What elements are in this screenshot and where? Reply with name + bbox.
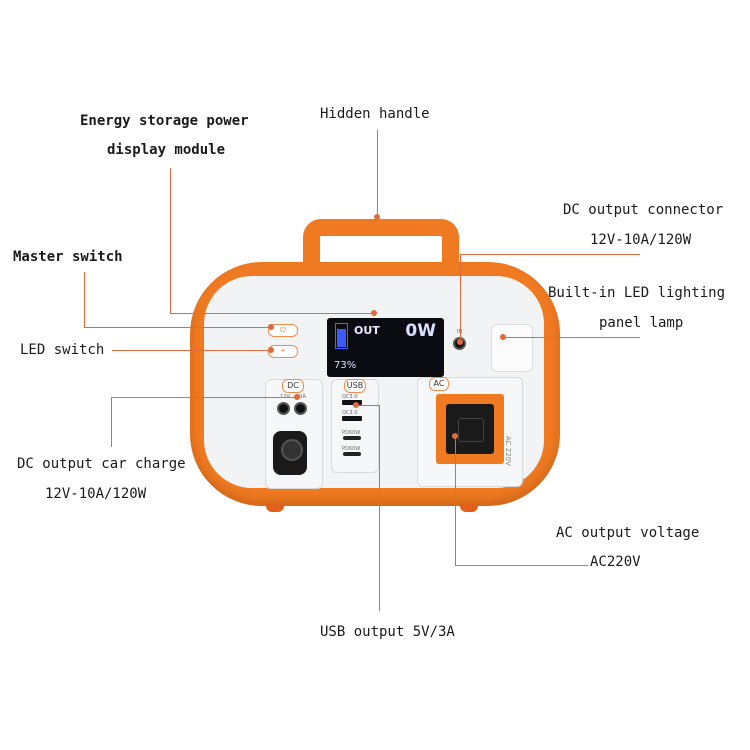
leader-usb-h	[356, 405, 380, 406]
led-lamp-panel	[491, 324, 533, 372]
leader-handle-dot	[374, 214, 380, 220]
label-dc-car-1: DC output car charge	[17, 456, 186, 472]
leader-led-dot	[500, 334, 506, 340]
label-energy-display-2: display module	[107, 142, 226, 158]
usb-small-4: PD60W	[342, 446, 361, 452]
foot-left	[266, 504, 284, 512]
leader-ac-dot	[452, 433, 458, 439]
lcd-display: OUT 0W 73%	[327, 318, 444, 377]
leader-dcconn-v	[460, 254, 461, 342]
leader-ac-v	[455, 436, 456, 566]
leader-dcconn-dot	[457, 339, 463, 345]
label-dc-connector-1: DC output connector	[563, 202, 724, 218]
label-usb-output: USB output 5V/3A	[320, 624, 455, 640]
label-dc-connector-2: 12V-10A/120W	[590, 232, 692, 248]
label-led-switch: LED switch	[20, 342, 105, 358]
dc-small-10a: 10A	[296, 394, 306, 400]
label-ac-output-2: AC220V	[590, 554, 641, 570]
dc-port-1	[277, 402, 290, 415]
usbc-port-2	[343, 452, 361, 456]
front-panel: OUT 0W 73% ⏻ ☀ IN DC 12V 10A	[204, 276, 544, 489]
label-hidden-handle: Hidden handle	[320, 106, 430, 122]
leader-ledswitch-h	[112, 350, 270, 351]
master-switch-button[interactable]: ⏻	[268, 324, 298, 337]
leader-energy-h	[170, 313, 375, 314]
usb-small-2: QC3.0	[342, 410, 358, 416]
leader-energy-dot	[371, 310, 377, 316]
dc-port-2	[294, 402, 307, 415]
label-energy-display-1: Energy storage power	[80, 113, 249, 129]
label-master-switch: Master switch	[13, 249, 123, 265]
usb-port-1	[342, 400, 362, 405]
leader-usb-v	[379, 405, 380, 611]
device-shell: OUT 0W 73% ⏻ ☀ IN DC 12V 10A	[190, 262, 560, 512]
leader-master-v	[84, 272, 85, 328]
leader-ac-h	[455, 565, 588, 566]
ac-vertical-label: AC 220V	[504, 436, 512, 466]
leader-ledswitch-dot	[268, 347, 274, 353]
power-station: OUT 0W 73% ⏻ ☀ IN DC 12V 10A	[190, 219, 560, 512]
leader-handle-v	[377, 130, 378, 217]
label-builtin-led-2: panel lamp	[599, 315, 684, 331]
leader-energy-v	[170, 168, 171, 314]
ac-socket	[436, 394, 504, 464]
label-ac-output-1: AC output voltage	[556, 525, 700, 541]
car-charger-port	[273, 431, 307, 475]
foot-right	[460, 504, 478, 512]
leader-dccar-dot	[294, 394, 300, 400]
in-label: IN	[457, 329, 462, 335]
dc-tag: DC	[282, 379, 304, 393]
leader-dcconn-h	[460, 254, 640, 255]
usb-small-3: PD60W	[342, 430, 361, 436]
leader-led-h	[503, 337, 640, 338]
usb-tag: USB	[344, 379, 366, 393]
leader-dccar-v	[111, 397, 112, 447]
usb-port-2	[342, 416, 362, 421]
leader-master-h	[84, 327, 270, 328]
leader-dccar-h	[111, 397, 297, 398]
lcd-percent: 73%	[334, 360, 357, 371]
leader-usb-dot	[353, 402, 359, 408]
usb-small-1: QC3.0	[342, 394, 358, 400]
usbc-port-1	[343, 436, 361, 440]
usb-output-box: USB QC3.0 QC3.0 PD60W PD60W	[331, 379, 379, 473]
label-dc-car-2: 12V-10A/120W	[45, 486, 147, 502]
lcd-watt: 0W	[405, 321, 436, 341]
battery-icon	[335, 323, 348, 349]
ac-tag: AC	[429, 377, 449, 391]
label-builtin-led-1: Built-in LED lighting	[548, 285, 726, 301]
leader-master-dot	[268, 324, 274, 330]
lcd-out-label: OUT	[354, 324, 380, 337]
